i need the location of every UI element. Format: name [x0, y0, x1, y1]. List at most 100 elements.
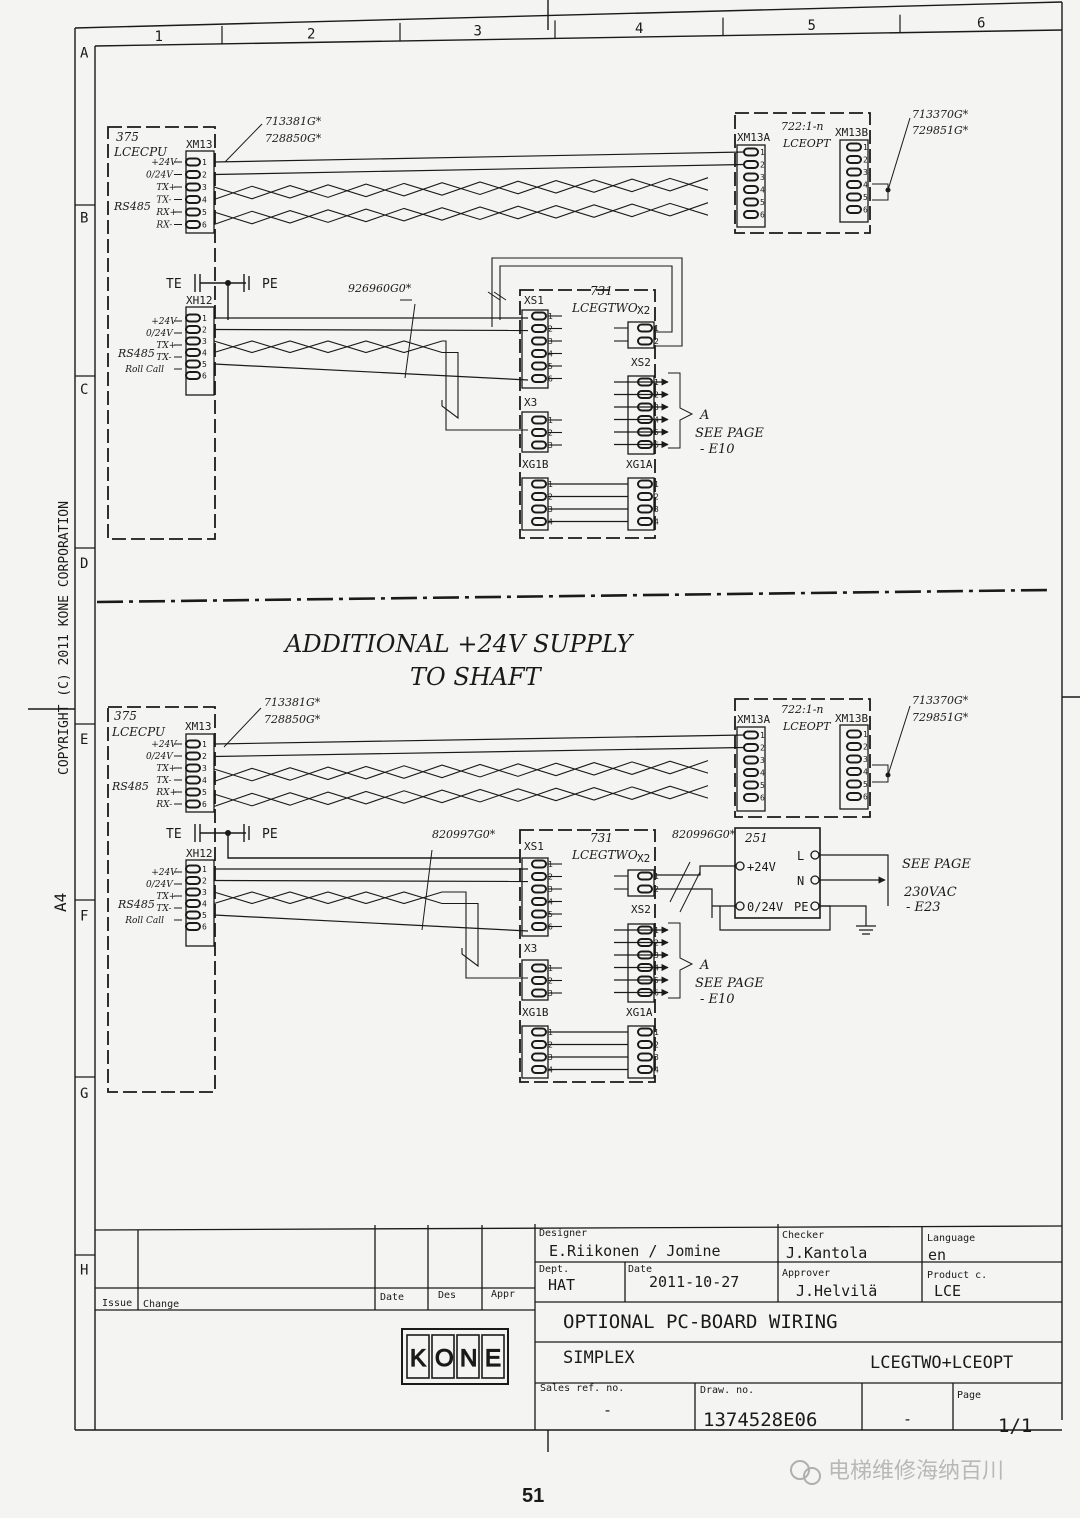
connector-pin	[637, 479, 653, 489]
lcegtwo-id: 731	[590, 284, 613, 298]
change-header: Change	[143, 1299, 179, 1310]
pin-label: 3	[760, 173, 765, 182]
pin-label: 3	[863, 755, 868, 764]
signal-label: TX+	[156, 341, 176, 351]
signal-label: RX-	[155, 800, 172, 810]
lcegtwo-box	[519, 829, 656, 1083]
xs2-label: XS2	[631, 903, 651, 916]
see-page-power: SEE PAGE	[902, 857, 971, 872]
pin-label: 5	[202, 788, 207, 797]
xg1a-label: XG1A	[626, 458, 653, 471]
connector-pin	[743, 793, 759, 802]
lceopt-xm13b-label: XM13B	[835, 126, 868, 139]
lceopt-xm13a-label: XM13A	[737, 713, 770, 726]
connector-pin	[531, 988, 547, 998]
wire	[213, 363, 529, 381]
pin-label: 3	[863, 168, 868, 177]
connector-pin	[185, 359, 201, 369]
signal-label: +24V	[151, 740, 178, 750]
lceopt-xm13a-label: XM13A	[737, 131, 770, 144]
signal-label: TX-	[156, 353, 171, 363]
connector-pin	[531, 517, 547, 526]
drawing-number-label: Draw. no.	[700, 1385, 754, 1396]
signal-label: 0/24V	[146, 171, 174, 181]
connector-pin	[637, 1052, 653, 1062]
drawing-product: LCEGTWO+LCEOPT	[870, 1353, 1013, 1373]
cable-code: 926960G0*	[348, 282, 412, 295]
cable-code: 729851G*	[912, 124, 969, 137]
pin-label: 6	[202, 221, 207, 230]
connector-pin	[185, 336, 201, 346]
connector-pin	[185, 195, 201, 204]
connector-pin	[185, 182, 201, 192]
lcecpu-label: LCECPU	[111, 725, 166, 739]
connector-pin	[637, 1065, 653, 1074]
connector-pin	[531, 440, 547, 450]
checker-label: Checker	[782, 1230, 824, 1241]
connector-pin	[846, 142, 862, 152]
cable-code: 820996G0*	[672, 828, 736, 841]
connector-pin	[185, 739, 201, 749]
connector-pin	[846, 155, 862, 164]
pin-label: 2	[202, 326, 207, 335]
pin-label: 2	[654, 1041, 659, 1050]
wire	[213, 891, 479, 968]
pin-label: 5	[760, 781, 765, 790]
power-supply-251	[734, 827, 821, 919]
connector-pin	[637, 884, 653, 894]
lcecpu-box	[107, 126, 216, 540]
xh12-wires	[213, 299, 529, 431]
pin-label: 4	[760, 769, 765, 778]
connector-pin	[531, 361, 547, 371]
cable-code: 713370G*	[912, 694, 969, 707]
x2-label: X2	[637, 852, 650, 865]
row-label: C	[80, 382, 88, 398]
column-label: 3	[474, 24, 482, 40]
connector-block	[521, 309, 549, 389]
pin-label: 1	[760, 148, 765, 157]
designer-value: E.Riikonen / Jomine	[549, 1242, 721, 1260]
lceopt-id: 722:1-n	[781, 120, 824, 133]
wire	[213, 177, 709, 201]
column-label: 4	[635, 21, 643, 37]
connector-pin	[531, 504, 547, 514]
dept-value: HAT	[548, 1276, 575, 1294]
connector-pin	[743, 147, 759, 157]
product-value: LCE	[934, 1282, 961, 1300]
connector-block	[627, 1025, 655, 1079]
connector-pin	[743, 768, 759, 777]
connector-pin	[531, 336, 547, 346]
pin-label: 5	[863, 193, 868, 202]
pin-label: 2	[863, 743, 868, 752]
rs485-label: RS485	[111, 780, 149, 793]
connector-pin	[185, 157, 201, 167]
pin-label: 5	[863, 780, 868, 789]
connector-pin	[185, 910, 201, 920]
row-label: H	[80, 1263, 88, 1279]
drawing-number-suffix: -	[903, 1410, 912, 1428]
lcecpu-label: LCECPU	[113, 145, 168, 159]
pin-label: 3	[202, 337, 207, 346]
connector-pin	[531, 1052, 547, 1062]
connector-pin	[531, 884, 547, 894]
xm13-connector	[185, 150, 215, 234]
signal-label: 0/24V	[146, 880, 174, 890]
see-page-ref: SEE PAGE	[695, 426, 764, 441]
wire	[213, 202, 709, 226]
row-label: G	[80, 1086, 88, 1102]
pin-label: 2	[760, 161, 765, 170]
pin-label: 1	[760, 731, 765, 740]
logo-letter: N	[460, 1345, 477, 1372]
xg1b-label: XG1B	[522, 1006, 549, 1019]
psu-n-terminal: N	[797, 874, 804, 888]
pin-label: 1	[202, 865, 207, 874]
wire	[213, 163, 745, 176]
connector-pin	[185, 876, 201, 885]
wire	[213, 879, 529, 883]
issue-header: Issue	[102, 1298, 132, 1309]
connector-pin	[637, 336, 653, 346]
connector-pin	[637, 1027, 653, 1037]
pin-label: 1	[863, 730, 868, 739]
